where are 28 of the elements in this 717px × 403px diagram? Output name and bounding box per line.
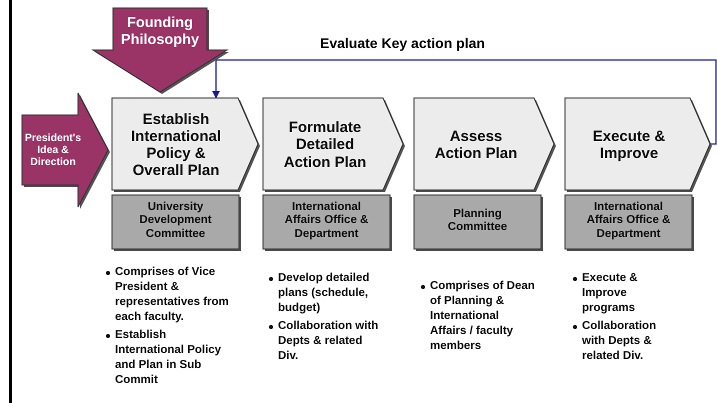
bullet-note: Collaboration with Depts & related Div. <box>278 320 378 362</box>
process-step <box>414 98 554 190</box>
node-label: Assess Action Plan <box>434 126 518 164</box>
bullet-note: Comprises of Dean of Planning & International Affairs / faculty members <box>430 280 535 352</box>
role-box <box>263 195 390 249</box>
bullet-note: Execute & Improve programs <box>582 272 638 314</box>
down-arrow-shape <box>93 8 227 92</box>
node-label: Founding Philosophy <box>120 14 200 50</box>
node-label: International Affairs Office & Department <box>586 200 672 242</box>
bullet-note: Comprises of Vice President & representatives from each faculty. <box>115 266 229 323</box>
process-step <box>565 98 710 190</box>
node-label: Execute & Improve <box>592 126 666 164</box>
node-label: Planning Committee <box>446 206 508 235</box>
right-arrow-shape <box>22 93 108 207</box>
bullet-note: Collaboration with Depts & related Div. <box>582 320 656 362</box>
bullet-note: Develop detailed plans (schedule, budget) <box>278 272 370 314</box>
process-step <box>263 98 403 190</box>
edge-label: Evaluate Key action plan <box>318 35 487 51</box>
role-box <box>414 195 541 249</box>
bullet-note: Establish International Policy and Plan in Sub Commit <box>115 328 222 386</box>
node-label: International Affairs Office & Department <box>284 200 370 242</box>
node-label: President's Idea & Direction <box>24 130 82 170</box>
node-label: University Development Committee <box>138 200 213 242</box>
node-label: Formulate Detailed Action Plan <box>282 118 368 173</box>
role-box <box>565 195 692 249</box>
process-step <box>112 98 258 190</box>
role-box <box>112 195 239 249</box>
node-label: Establish International Policy & Overall Plan <box>130 110 222 182</box>
